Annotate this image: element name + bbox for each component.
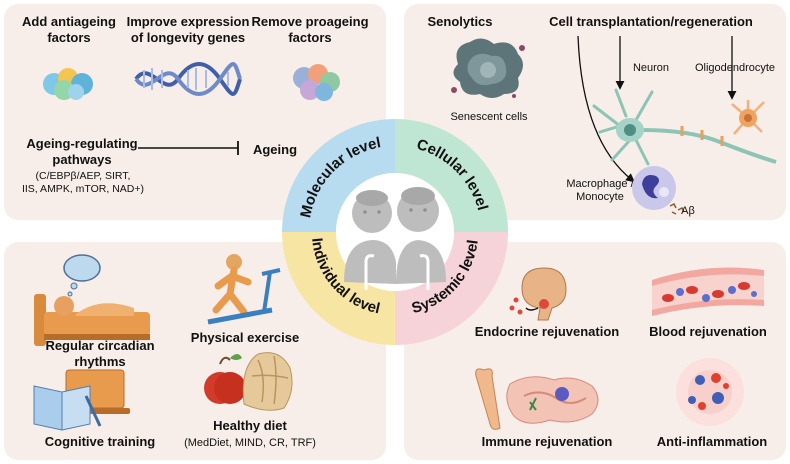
elderly-couple-icon xyxy=(344,187,446,290)
ageing-label: Ageing xyxy=(252,142,298,157)
antiageing-factors-icon xyxy=(43,68,93,100)
cognitive-training-label: Cognitive training xyxy=(44,434,156,449)
healthy-diet-icon xyxy=(204,352,293,411)
molecular-ring-segment xyxy=(282,119,395,232)
senescent-cells-label: Senescent cells xyxy=(450,111,528,123)
regular-circadian-rhythms-label: Regular circadian rhythms xyxy=(45,338,155,369)
oligodendrocyte-label: Oligodendrocyte xyxy=(694,62,776,74)
cellular-ring-segment xyxy=(395,119,508,232)
blood-rejuvenation-label: Blood rejuvenation xyxy=(649,324,767,339)
macrophage-icon xyxy=(632,166,676,210)
abeta-fragments-icon xyxy=(669,202,685,215)
improve-longevity-genes-label: Improve expression of longevity genes xyxy=(126,14,250,45)
cell-transplantation-label: Cell transplantation/regeneration xyxy=(549,14,753,29)
transplant-arrows xyxy=(577,35,737,183)
healthy-diet-list: (MedDiet, MIND, CR, TRF) xyxy=(184,437,316,449)
senescent-cell-icon xyxy=(451,38,525,98)
macrophage-monocyte-label: Macrophage / Monocyte xyxy=(566,178,634,203)
inhibition-arrow xyxy=(138,141,239,155)
immune-icon xyxy=(475,368,599,430)
dna-helix-icon xyxy=(134,62,242,96)
blood-vessel-icon xyxy=(652,267,764,316)
endocrine-icon xyxy=(509,267,567,321)
cognitive-training-icon xyxy=(33,369,130,431)
immune-rejuvenation-label: Immune rejuvenation xyxy=(481,434,613,449)
neuron-label: Neuron xyxy=(632,62,670,74)
individual-ring-segment xyxy=(282,232,395,345)
abeta-label: Aβ xyxy=(681,205,695,217)
add-antiageing-factors-label: Add antiageing factors xyxy=(22,14,116,45)
physical-exercise-label: Physical exercise xyxy=(190,330,300,345)
senolytics-label: Senolytics xyxy=(427,14,493,29)
anti-inflammation-icon xyxy=(676,358,744,426)
circadian-sleep-icon xyxy=(34,254,150,346)
endocrine-rejuvenation-label: Endocrine rejuvenation xyxy=(474,324,620,339)
pathways-list: (C/EBPβ/AEP, SIRT, IIS, AMPK, mTOR, NAD+… xyxy=(21,170,145,195)
anti-inflammation-label: Anti-inflammation xyxy=(656,434,768,449)
systemic-ring-segment xyxy=(395,232,508,345)
healthy-diet-label: Healthy diet xyxy=(213,418,287,433)
ageing-regulating-pathways-label: Ageing-regulating pathways xyxy=(26,136,138,167)
oligodendrocyte-icon xyxy=(731,100,765,135)
proageing-factors-icon xyxy=(293,64,340,101)
physical-exercise-icon xyxy=(207,254,281,325)
remove-proageing-factors-label: Remove proageing factors xyxy=(251,14,369,45)
neuron-icon xyxy=(592,88,777,166)
